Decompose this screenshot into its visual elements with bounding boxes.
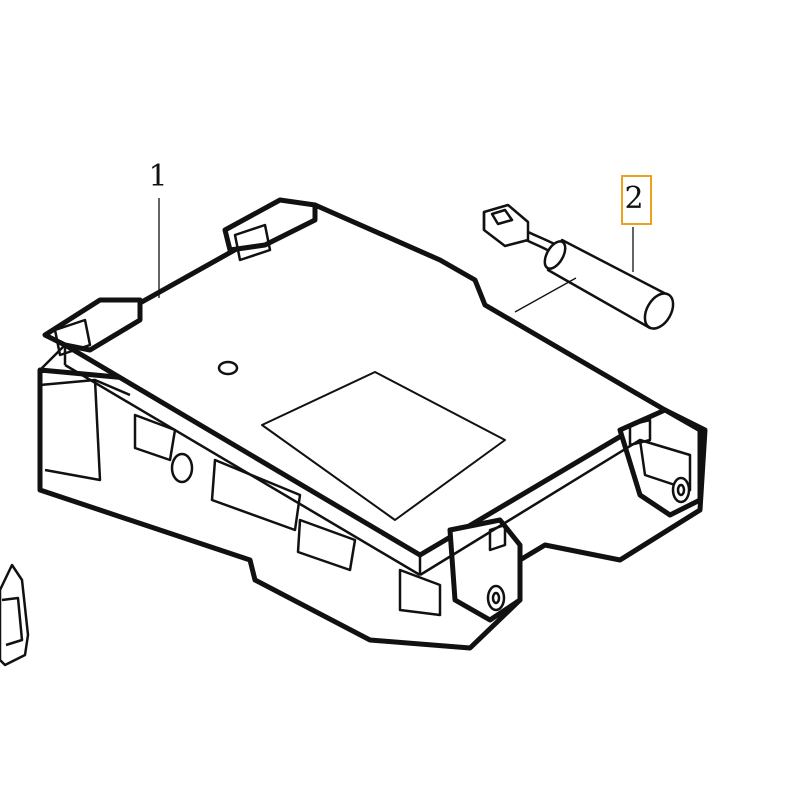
callout-2[interactable]: 2 — [624, 181, 643, 216]
callout-1[interactable]: 1 — [148, 159, 167, 194]
callout-2-highlight — [621, 175, 652, 225]
leader-lines — [158, 198, 634, 313]
lid-hole — [217, 360, 239, 376]
connector-clip — [0, 563, 30, 667]
antenna-sensor — [482, 203, 675, 330]
leader-line-antenna — [514, 277, 577, 313]
screw-holes — [486, 476, 691, 612]
module-label-plate — [261, 371, 506, 521]
